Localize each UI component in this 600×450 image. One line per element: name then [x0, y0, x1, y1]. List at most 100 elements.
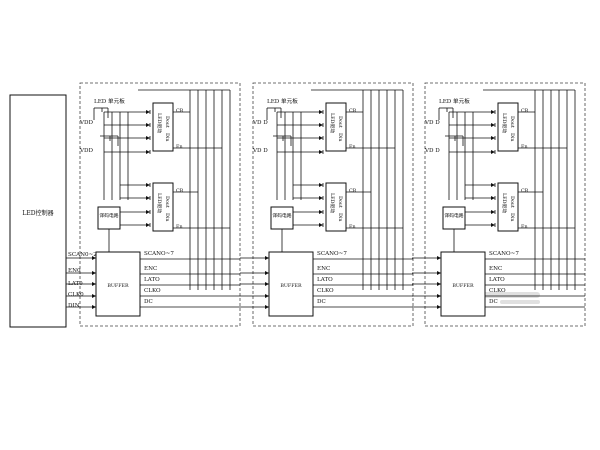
led-diode [491, 150, 495, 154]
driver-chip-body [325, 182, 347, 232]
driver-body-label: LED驱动 [156, 113, 163, 133]
driver-chip-body [325, 102, 347, 152]
controller-input-labels: SCAN0~2 EN0 LAT0 CLK0 DIN [68, 252, 97, 309]
driver-cb-pin: CB [521, 108, 529, 114]
led-diode [491, 223, 495, 227]
vdd-label-top: VD D [424, 120, 440, 126]
led-diode [491, 136, 495, 140]
driver-din-pin: Din [509, 213, 515, 221]
arrow-head [437, 294, 441, 298]
vdd-label-bottom: VD D [252, 148, 268, 154]
arrow-head [437, 282, 441, 286]
driver-din-pin: Din [337, 213, 343, 221]
led-diode [491, 210, 495, 214]
scan-decoder: 译码电路 [97, 206, 121, 230]
driver-cb-pin: CB [349, 108, 357, 114]
arrow-head [437, 271, 441, 275]
buffer-output-label-1: ENC [489, 266, 502, 272]
unit-board-boundary [79, 82, 241, 327]
buffer-label: BUFFER [107, 283, 129, 289]
led-diode [146, 210, 150, 214]
driver-chip-body [497, 182, 519, 232]
driver-dout-pin: Dout [164, 196, 170, 208]
led-diode [319, 136, 323, 140]
driver-chip-body [497, 102, 519, 152]
watermark [470, 292, 540, 304]
buffer-output-label-4: DC [489, 299, 498, 305]
driver-en-pin: En [349, 144, 356, 150]
driver-body-label: LED驱动 [501, 193, 508, 213]
driver-en-pin: En [521, 224, 528, 230]
buffer-chip: BUFFER [95, 251, 141, 317]
led-diode [146, 110, 150, 114]
buffer-output-label-4: DC [144, 299, 153, 305]
led-diode [491, 196, 495, 200]
arrow-head [92, 294, 96, 298]
buffer-body [440, 251, 486, 317]
arrow-head [92, 282, 96, 286]
driver-en-pin: En [176, 224, 183, 230]
decoder-label: 译码电路 [99, 212, 118, 219]
led-diode [319, 110, 323, 114]
unit-board-boundary [424, 82, 586, 327]
buffer-output-label-2: LATO [317, 277, 333, 283]
buffer-output-label-1: ENC [144, 266, 157, 272]
buffer-output-label-3: CLKO [489, 288, 506, 294]
led-diode [146, 136, 150, 140]
driver-dout-pin: Dout [164, 116, 170, 128]
driver-en-pin: En [521, 144, 528, 150]
driver-body-label: LED驱动 [501, 113, 508, 133]
led-diode [146, 150, 150, 154]
driver-body-label: LED驱动 [329, 193, 336, 213]
driver-dout-pin: Dout [337, 116, 343, 128]
buffer-body [95, 251, 141, 317]
driver-cb-pin: CB [176, 108, 184, 114]
buffer-body [268, 251, 314, 317]
arrow-head [92, 305, 96, 309]
input-din-label: DIN [68, 303, 80, 309]
driver-dout-pin: Dout [509, 116, 515, 128]
unit-title: LED 单元板 [439, 97, 470, 105]
arrow-head [265, 256, 269, 260]
unit-title: LED 单元板 [267, 97, 298, 105]
led-diode [146, 196, 150, 200]
decoder-label: 译码电路 [272, 212, 291, 219]
driver-en-pin: En [176, 144, 183, 150]
driver-chip-body [152, 102, 174, 152]
driver-din-pin: Din [164, 213, 170, 221]
driver-body-label: LED驱动 [156, 193, 163, 213]
led-diode [146, 223, 150, 227]
led-diode [319, 210, 323, 214]
led-diode [146, 123, 150, 127]
buffer-output-label-4: DC [317, 299, 326, 305]
led-diode [146, 183, 150, 187]
controller-label: LED控制器 [22, 209, 53, 217]
buffer-output-label-3: CLKO [317, 288, 334, 294]
led-diode [319, 150, 323, 154]
buffer-label: BUFFER [280, 283, 302, 289]
buffer-output-label-0: SCANO~7 [317, 251, 347, 257]
led-diode [319, 223, 323, 227]
led-diode [319, 183, 323, 187]
led-controller: LED控制器 [9, 94, 67, 328]
buffer-output-label-3: CLKO [144, 288, 161, 294]
driver-en-pin: En [349, 224, 356, 230]
driver-din-pin: Din [337, 133, 343, 141]
buffer-output-label-0: SCANO~7 [489, 251, 519, 257]
scan-decoder: 译码电路 [270, 206, 294, 230]
led-diode [491, 183, 495, 187]
unit-board-boundary [252, 82, 414, 327]
vdd-label-top: VDD [79, 120, 94, 126]
driver-cb-pin: CB [349, 188, 357, 194]
scan-decoder: 译码电路 [442, 206, 466, 230]
arrow-head [265, 294, 269, 298]
buffer-output-label-2: LATO [144, 277, 160, 283]
driver-body-label: LED驱动 [329, 113, 336, 133]
